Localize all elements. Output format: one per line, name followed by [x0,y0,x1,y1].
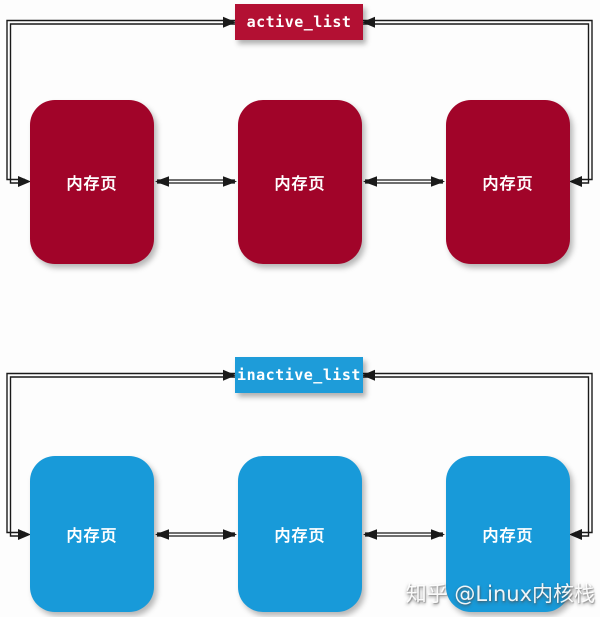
inactive-memory-page-box-1: 内存页 [30,456,154,612]
active-link-box2-box3 [363,176,445,187]
inactive-left-connector [6,369,236,540]
inactive-list-label: inactive_list [235,357,363,393]
active-memory-page-box-1: 内存页 [30,100,154,264]
active-right-connector [362,16,593,187]
memory-page-label: 内存页 [274,526,326,545]
active-link-box1-box2 [155,176,237,187]
memory-page-label: 内存页 [66,174,118,193]
inactive-memory-page-box-2: 内存页 [238,456,362,612]
inactive-right-connector [362,369,593,540]
memory-page-label: 内存页 [66,526,118,545]
zhihu-watermark: 知乎 @Linux内核栈 [405,582,595,606]
memory-page-label: 内存页 [482,526,534,545]
memory-page-label: 内存页 [482,174,534,193]
inactive-memory-page-box-3: 内存页 [446,456,570,612]
inactive-link-box2-box3 [363,529,445,540]
active-list-label: active_list [235,4,363,40]
inactive-link-box1-box2 [155,529,237,540]
active-memory-page-box-3: 内存页 [446,100,570,264]
active-memory-page-box-2: 内存页 [238,100,362,264]
active-left-connector [6,16,236,187]
memory-page-label: 内存页 [274,174,326,193]
